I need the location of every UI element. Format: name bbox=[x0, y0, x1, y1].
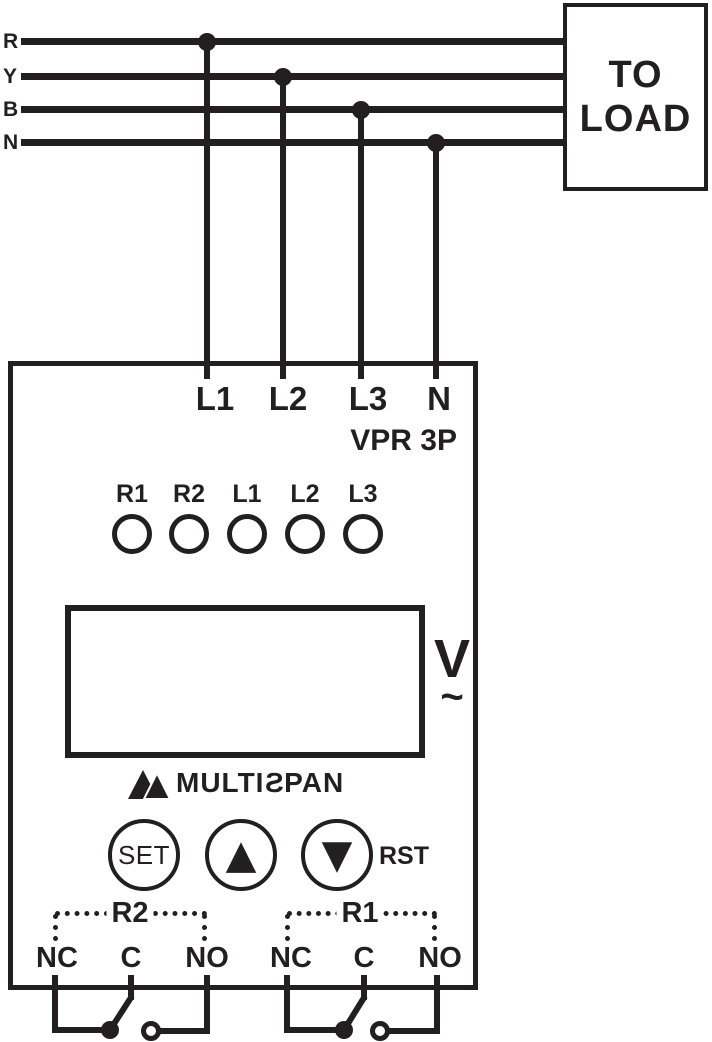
device-outline bbox=[8, 361, 478, 990]
relay-r2-switch bbox=[52, 975, 210, 1041]
relay-r2-terminal-nc: NC bbox=[36, 942, 78, 974]
led-label-l3: L3 bbox=[348, 480, 378, 508]
relay-r1-bracket-left bbox=[285, 914, 290, 941]
r2-no-contact-circle bbox=[141, 1021, 161, 1041]
led-label-l1: L1 bbox=[232, 480, 262, 508]
led-label-l2: L2 bbox=[290, 480, 320, 508]
brand-logo: MULTISPAN bbox=[128, 766, 344, 800]
load-label-line2: LOAD bbox=[579, 98, 692, 140]
relay-r1-terminal-c: C bbox=[353, 942, 375, 974]
brand-name: MULTISPAN bbox=[176, 766, 344, 800]
r1-no-wire bbox=[388, 975, 440, 1034]
bus-wire-n bbox=[21, 139, 563, 146]
relay-r2-bracket-right bbox=[202, 914, 207, 941]
bus-wire-y bbox=[21, 73, 563, 80]
up-button[interactable]: ▲ bbox=[205, 819, 277, 891]
bus-wire-b bbox=[21, 106, 563, 113]
r2-nc-wire bbox=[52, 975, 102, 1033]
down-arrow-icon: ▼ bbox=[321, 832, 353, 878]
brand-name-pre: MULTI bbox=[176, 767, 265, 798]
relay-r2-terminal-c: C bbox=[120, 942, 142, 974]
drop-wire-n bbox=[433, 143, 439, 379]
logo-mountains-icon bbox=[128, 769, 170, 799]
led-indicator-l1 bbox=[227, 514, 267, 554]
led-indicator-l3 bbox=[343, 514, 383, 554]
terminal-label-l2: L2 bbox=[268, 380, 308, 417]
relay-r1-switch bbox=[284, 975, 440, 1041]
drop-wire-l2 bbox=[280, 77, 286, 379]
relay-r1-bracket-right bbox=[432, 914, 437, 941]
load-box: TO LOAD bbox=[563, 3, 708, 191]
terminal-label-l1: L1 bbox=[195, 380, 235, 417]
voltage-unit-letter: V bbox=[433, 629, 471, 689]
display-window bbox=[65, 605, 425, 758]
terminal-label-l3: L3 bbox=[348, 380, 388, 417]
r2-pivot-dot bbox=[101, 1021, 119, 1039]
led-indicator-l2 bbox=[285, 514, 325, 554]
led-label-r1: R1 bbox=[116, 480, 148, 508]
relay-r2-terminal-no: NO bbox=[185, 942, 229, 974]
r1-nc-wire bbox=[284, 975, 336, 1033]
relay-r2-bracket-left bbox=[53, 914, 58, 941]
relay-r2-name: R2 bbox=[106, 897, 154, 929]
down-rst-button[interactable]: ▼ bbox=[301, 819, 373, 891]
set-button-label: SET bbox=[117, 839, 171, 870]
phase-label-n: N bbox=[3, 131, 19, 154]
phase-label-y: Y bbox=[3, 65, 18, 88]
phase-label-r: R bbox=[3, 30, 19, 53]
brand-name-post: PAN bbox=[284, 767, 345, 798]
voltage-unit: V ~ bbox=[430, 629, 474, 719]
set-button[interactable]: SET bbox=[108, 819, 180, 891]
bus-wire-r bbox=[21, 38, 563, 45]
relay-r1-terminal-no: NO bbox=[418, 942, 462, 974]
led-indicator-r2 bbox=[169, 514, 209, 554]
phase-label-b: B bbox=[3, 98, 19, 121]
relay-r1-name: R1 bbox=[336, 897, 384, 929]
relay-r1-terminal-nc: NC bbox=[270, 942, 312, 974]
r1-pivot-dot bbox=[335, 1021, 353, 1039]
ac-symbol: ~ bbox=[440, 675, 464, 719]
rst-label: RST bbox=[379, 842, 429, 870]
load-label-line1: TO bbox=[608, 54, 663, 96]
led-label-r2: R2 bbox=[173, 480, 205, 508]
drop-wire-l1 bbox=[204, 42, 210, 379]
terminal-label-n: N bbox=[427, 380, 451, 417]
r1-no-contact-circle bbox=[370, 1021, 390, 1041]
up-arrow-icon: ▲ bbox=[225, 832, 257, 878]
led-indicator-r1 bbox=[112, 514, 152, 554]
drop-wire-l3 bbox=[358, 110, 364, 379]
r2-no-wire bbox=[159, 975, 210, 1034]
model-label: VPR 3P bbox=[350, 424, 457, 457]
